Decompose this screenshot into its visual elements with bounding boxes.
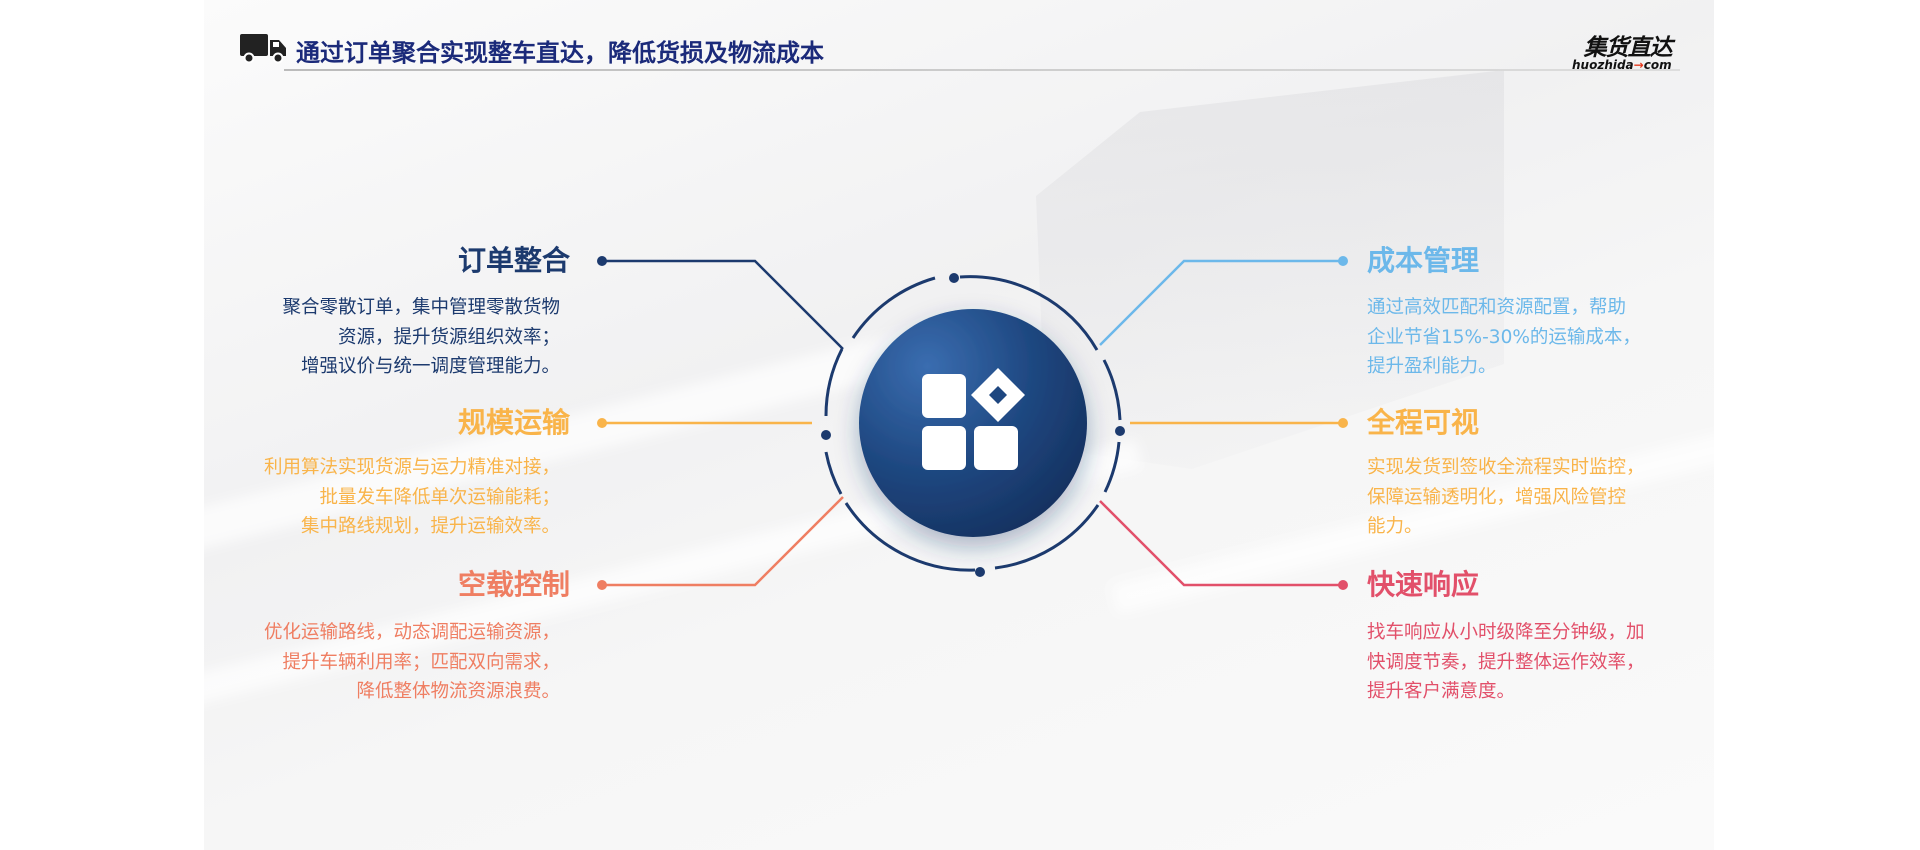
feature-desc-order: 聚合零散订单，集中管理零散货物资源，提升货源组织效率；增强议价与统一调度管理能力…: [282, 297, 560, 377]
connector-order: [602, 259, 844, 350]
connector-empty: [602, 496, 844, 587]
truck-icon: [240, 34, 286, 64]
connector-fast: [1099, 500, 1343, 587]
feature-desc-scale: 利用算法实现货源与运力精准对接，批量发车降低单次运输能耗；集中路线规划，提升运输…: [263, 457, 560, 537]
feature-title-order: 订单整合: [457, 244, 570, 277]
slide-background: [204, 0, 1714, 850]
feature-title-visible: 全程可视: [1367, 406, 1480, 439]
feature-title-cost: 成本管理: [1367, 244, 1480, 277]
page-title: 通过订单聚合实现整车直达，降低货损及物流成本: [296, 39, 824, 67]
center-circle: [859, 309, 1087, 537]
ring-dots: [821, 273, 1125, 577]
outer-ring: [824, 275, 1122, 572]
feature-title-scale: 规模运输: [457, 406, 570, 439]
logo-domain: huozhida→com: [1572, 58, 1672, 72]
header-divider: [284, 69, 1680, 71]
feature-title-empty: 空载控制: [457, 568, 570, 601]
feature-desc-fast: 找车响应从小时级降至分钟级，加快调度节奏，提升整体运作效率，提升客户满意度。: [1367, 622, 1645, 702]
logo: 集货直达 huozhida→com: [1572, 28, 1673, 72]
logo-text: 集货直达: [1583, 35, 1673, 61]
feature-title-fast: 快速响应: [1367, 568, 1480, 601]
connector-cost: [1099, 259, 1343, 346]
feature-desc-empty: 优化运输路线，动态调配运输资源，提升车辆利用率；匹配双向需求，降低整体物流资源浪…: [263, 622, 560, 702]
feature-desc-visible: 实现发货到签收全流程实时监控，保障运输透明化，增强风险管控能力。: [1367, 457, 1645, 537]
feature-desc-cost: 通过高效匹配和资源配置，帮助企业节省15%-30%的运输成本，提升盈利能力。: [1367, 297, 1641, 377]
apps-grid-icon: [922, 368, 1025, 470]
